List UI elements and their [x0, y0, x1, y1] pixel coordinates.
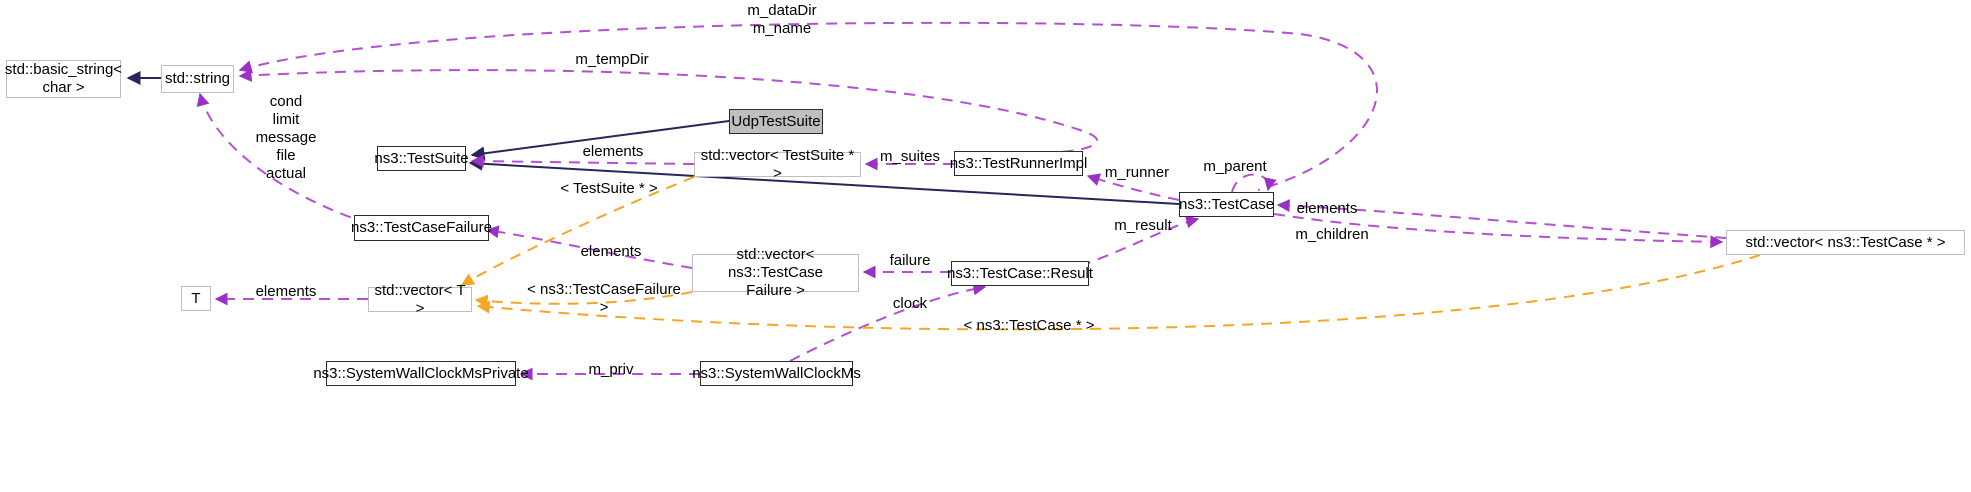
edge-label-clock: clock: [892, 295, 928, 312]
edge-label-m-children: m_children: [1295, 226, 1369, 243]
edge-label-m-runner: m_runner: [1104, 164, 1170, 181]
node-vector-T[interactable]: std::vector< T >: [368, 282, 472, 317]
node-udp-test-suite[interactable]: UdpTestSuite: [729, 109, 823, 134]
edge-m-parent: [1231, 173, 1277, 193]
node-template-T[interactable]: T: [181, 286, 211, 311]
edge-label-m-tempDir: m_tempDir: [575, 51, 649, 68]
edge-label-template-testcasefailure: < ns3::TestCaseFailure >: [527, 281, 681, 316]
edge-label-elements-T: elements: [255, 283, 317, 300]
node-ns3-testcase-result[interactable]: ns3::TestCase::Result: [947, 261, 1093, 286]
edge-label-m-result: m_result: [1114, 217, 1172, 234]
edge-label-elements-testcase: elements: [1296, 200, 1358, 217]
edge-label-failure-fields: cond limit message file actual: [255, 93, 317, 182]
edge-elements-testsuite: [470, 154, 695, 168]
node-ns3-testcasefailure[interactable]: ns3::TestCaseFailure: [351, 215, 492, 241]
edge-label-m-suites: m_suites: [879, 148, 941, 165]
edge-label-elements-testsuite: elements: [582, 143, 644, 160]
edge-label-m-parent: m_parent: [1203, 158, 1267, 175]
node-std-basic-string[interactable]: std::basic_string< char >: [4, 60, 123, 98]
edge-label-m-priv: m_priv: [588, 361, 634, 378]
node-vector-testsuite-ptr[interactable]: std::vector< TestSuite * >: [694, 147, 861, 182]
edge-label-template-testcase-ptr: < ns3::TestCase * >: [963, 317, 1095, 334]
node-vector-ns3-testcase-ptr[interactable]: std::vector< ns3::TestCase * >: [1726, 230, 1965, 255]
edge-label-elements-testcasefailure: elements: [580, 243, 642, 260]
node-ns3-systemwallclockms[interactable]: ns3::SystemWallClockMs: [692, 361, 861, 386]
node-std-string[interactable]: std::string: [161, 65, 234, 93]
node-ns3-testcase[interactable]: ns3::TestCase: [1179, 192, 1274, 217]
node-ns3-testrunnerimpl[interactable]: ns3::TestRunnerImpl: [950, 151, 1087, 176]
edge-label-m-dataDir-m-name: m_dataDir m_name: [747, 2, 817, 37]
edge-label-template-testsuite-ptr: < TestSuite * >: [560, 180, 658, 197]
node-ns3-testsuite[interactable]: ns3::TestSuite: [374, 146, 469, 171]
node-ns3-systemwallclockmsprivate[interactable]: ns3::SystemWallClockMsPrivate: [313, 361, 529, 386]
node-vector-ns3-testcasefailure[interactable]: std::vector< ns3::TestCase Failure >: [692, 246, 859, 299]
edge-m-tempDir: [238, 68, 1098, 153]
edge-label-failure: failure: [889, 252, 931, 269]
